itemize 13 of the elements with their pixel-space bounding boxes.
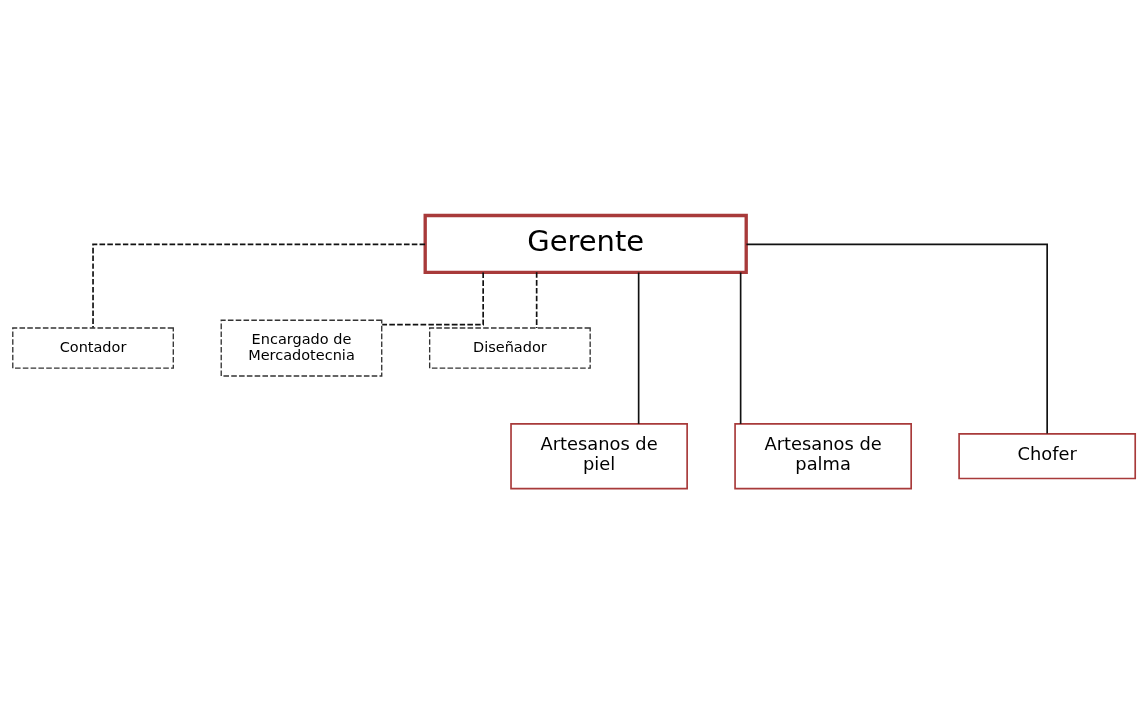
node-box: Encargado de Mercadotecnia xyxy=(220,319,383,377)
node-box: Gerente xyxy=(423,213,748,274)
connector xyxy=(739,271,742,425)
node-box: Diseñador xyxy=(429,327,591,369)
node-box: Chofer xyxy=(958,433,1137,480)
node-box: Artesanos de palma xyxy=(734,423,912,490)
connector xyxy=(381,271,484,326)
connector xyxy=(535,271,538,329)
node-box: Contador xyxy=(12,327,174,369)
node-box: Artesanos de piel xyxy=(510,423,688,490)
connector xyxy=(637,271,640,425)
connector xyxy=(745,243,1048,435)
connector xyxy=(92,243,426,329)
